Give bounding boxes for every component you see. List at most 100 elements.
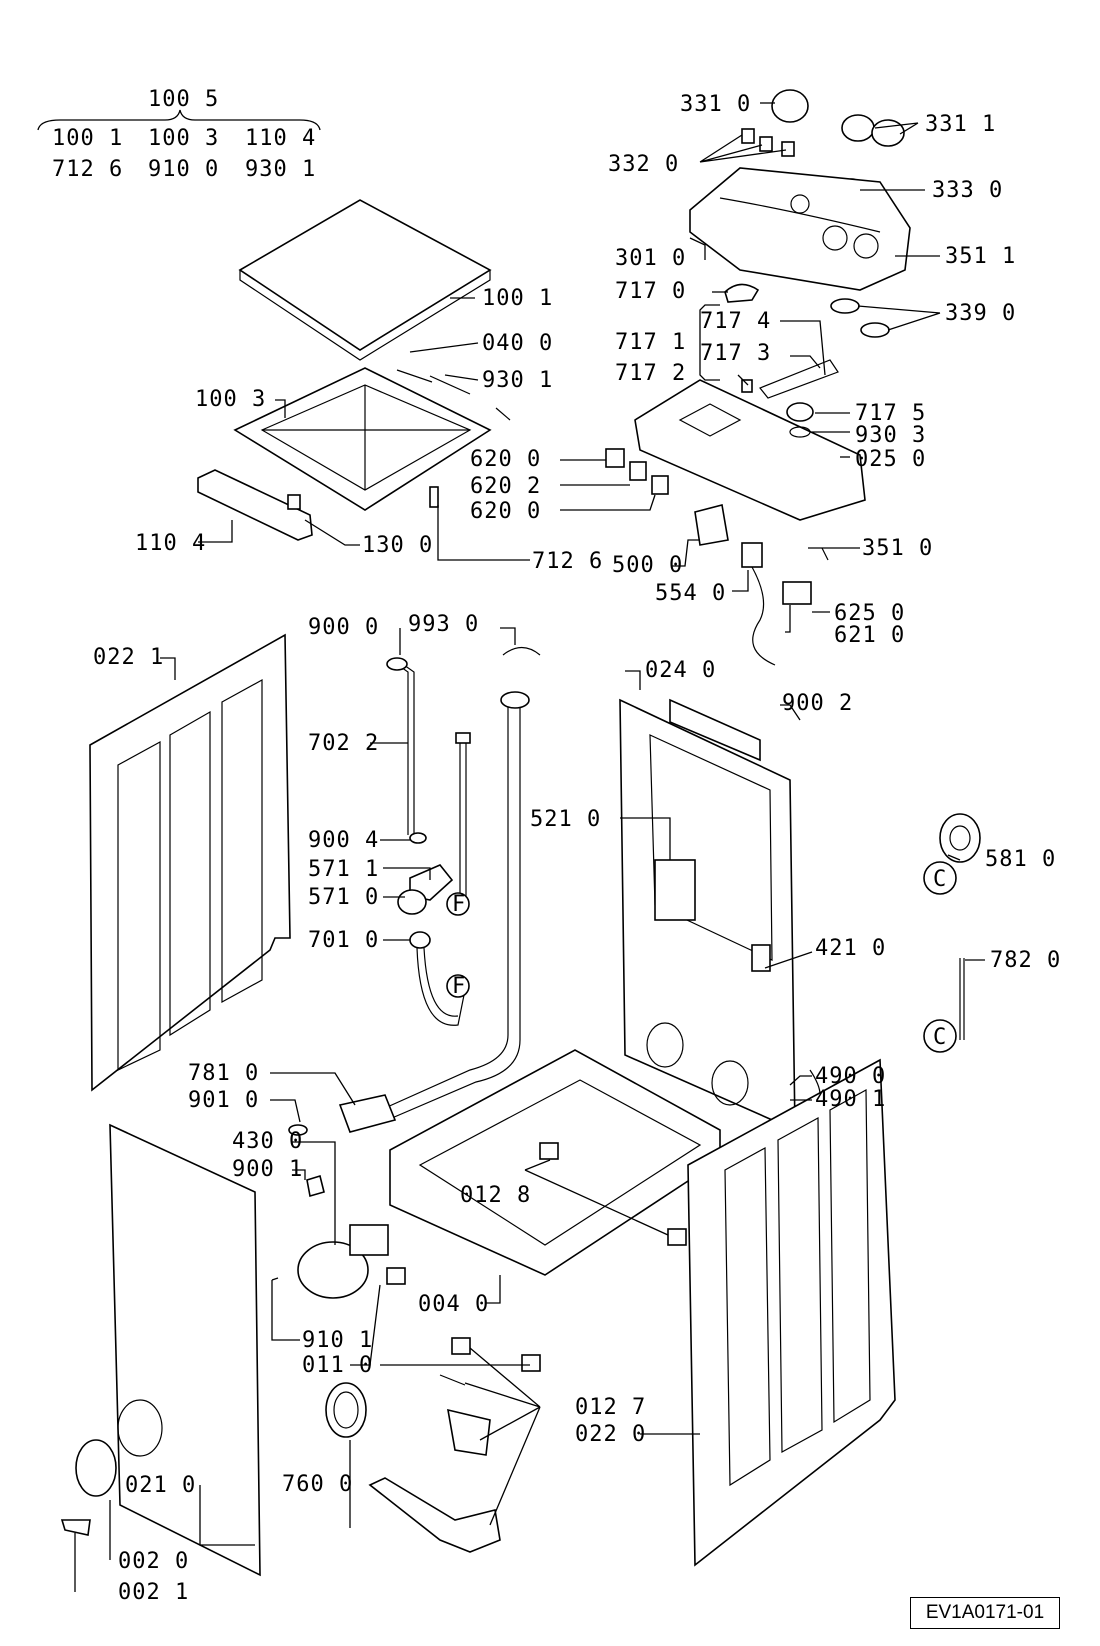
fascia-curve <box>719 197 881 233</box>
part-label: 002 0 <box>118 1549 189 1574</box>
part-label: 002 1 <box>118 1580 189 1605</box>
selector-knob <box>871 119 905 147</box>
part-label: 490 1 <box>815 1087 886 1112</box>
part-label: 781 0 <box>188 1061 259 1086</box>
part-label: 012 7 <box>575 1395 646 1420</box>
top-frame-cross <box>262 385 470 490</box>
button-717-0 <box>724 283 760 303</box>
header-item: 100 3 <box>148 126 219 151</box>
back-panel-hole <box>646 1022 684 1068</box>
bracket-900-2 <box>669 698 761 762</box>
part-label: 554 0 <box>655 581 726 606</box>
part-label: 620 0 <box>470 499 541 524</box>
part-label: 910 1 <box>302 1328 373 1353</box>
bracket-012-7 <box>447 1408 491 1456</box>
selector-knob <box>841 114 875 142</box>
front-panel-021-0 <box>109 1123 261 1577</box>
part-label: 717 5 <box>855 401 926 426</box>
part-label: 012 8 <box>460 1183 531 1208</box>
panel-rib <box>829 1088 871 1424</box>
part-labels: 331 0 331 1 332 0 333 0 301 0 351 1 717 … <box>93 92 1060 1605</box>
top-lid-100-1 <box>238 199 492 351</box>
part-label: 993 0 <box>408 612 479 637</box>
part-label: 717 3 <box>700 341 771 366</box>
part-label: 901 0 <box>188 1088 259 1113</box>
part-012-7 <box>451 1337 471 1355</box>
filter-inner <box>333 1391 359 1429</box>
back-panel-inner <box>649 734 773 961</box>
knob-insert <box>741 128 755 144</box>
connector-f-label: F <box>452 892 466 917</box>
header-brace <box>37 109 321 131</box>
part-label: 430 0 <box>232 1129 303 1154</box>
part-label: 712 6 <box>532 549 603 574</box>
pump-430-0 <box>297 1241 369 1299</box>
pulley-hub <box>949 825 971 851</box>
part-label: 100 1 <box>482 286 553 311</box>
door-lock-cable <box>751 566 776 666</box>
panel-rib <box>169 710 211 1037</box>
lever-012-7 <box>368 1477 501 1553</box>
foot-012-8 <box>539 1142 559 1160</box>
rod-782-0 <box>959 958 965 1040</box>
front-panel-hole <box>117 1399 163 1457</box>
part-label: 717 4 <box>700 309 771 334</box>
knob-insert <box>781 141 795 157</box>
hose-702-2 <box>397 664 409 835</box>
knob-insert <box>759 136 773 152</box>
fascia-hole <box>853 233 879 259</box>
foot-011-0 <box>386 1267 406 1285</box>
part-label: 490 0 <box>815 1064 886 1089</box>
fascia-hole <box>790 194 810 214</box>
header-item: 110 4 <box>245 126 316 151</box>
header-group-label: 100 5 <box>148 87 219 112</box>
front-trim-110-4 <box>197 469 313 541</box>
part-label: 571 1 <box>308 857 379 882</box>
part-label: 332 0 <box>608 152 679 177</box>
clamp-901-0 <box>288 1124 308 1136</box>
hose-701-0 <box>423 947 459 1017</box>
foot-012-8 <box>667 1228 687 1246</box>
pulley-581-0 <box>939 813 981 863</box>
part-label: 930 1 <box>482 368 553 393</box>
part-label: 621 0 <box>834 623 905 648</box>
part-label: 331 0 <box>680 92 751 117</box>
program-knob <box>771 89 809 123</box>
connector-f <box>446 892 470 916</box>
side-panel-022-1 <box>89 633 291 1092</box>
panel-rib <box>724 1146 771 1487</box>
rail-small <box>495 407 511 421</box>
switch-620-0 <box>651 475 669 495</box>
connector-c-label: C <box>933 867 947 892</box>
part-label: 421 0 <box>815 936 886 961</box>
filter-cover-002-0 <box>75 1439 117 1497</box>
part-label: 900 4 <box>308 828 379 853</box>
part-label: 333 0 <box>932 178 1003 203</box>
hose-702-2 <box>403 664 415 835</box>
switch-620-2 <box>629 461 647 481</box>
part-label: 339 0 <box>945 301 1016 326</box>
part-label: 900 2 <box>782 691 853 716</box>
part-label: 620 0 <box>470 447 541 472</box>
header-item: 910 0 <box>148 157 219 182</box>
part-label: 021 0 <box>125 1473 196 1498</box>
part-label: 100 3 <box>195 387 266 412</box>
header-group: 100 5 100 1 100 3 110 4 712 6 910 0 930 … <box>37 87 321 182</box>
hose-nut-701-0 <box>409 931 431 949</box>
part-717-5 <box>786 402 814 422</box>
rail-040-0 <box>396 369 433 383</box>
connector-markers: F F C C <box>446 861 957 1053</box>
part-label: 110 4 <box>135 531 206 556</box>
clip-130-0 <box>287 494 301 510</box>
hook-993-0 <box>502 646 541 656</box>
part-label: 331 1 <box>925 112 996 137</box>
module-521-0 <box>654 859 696 921</box>
filter-625-0 <box>782 581 812 605</box>
rail-930-1 <box>429 375 471 395</box>
clamp-900-0 <box>386 657 408 671</box>
part-351-0 <box>821 547 829 561</box>
control-panel-fascia <box>689 167 911 291</box>
button-339-0 <box>830 298 860 314</box>
part-label: 500 0 <box>612 553 683 578</box>
